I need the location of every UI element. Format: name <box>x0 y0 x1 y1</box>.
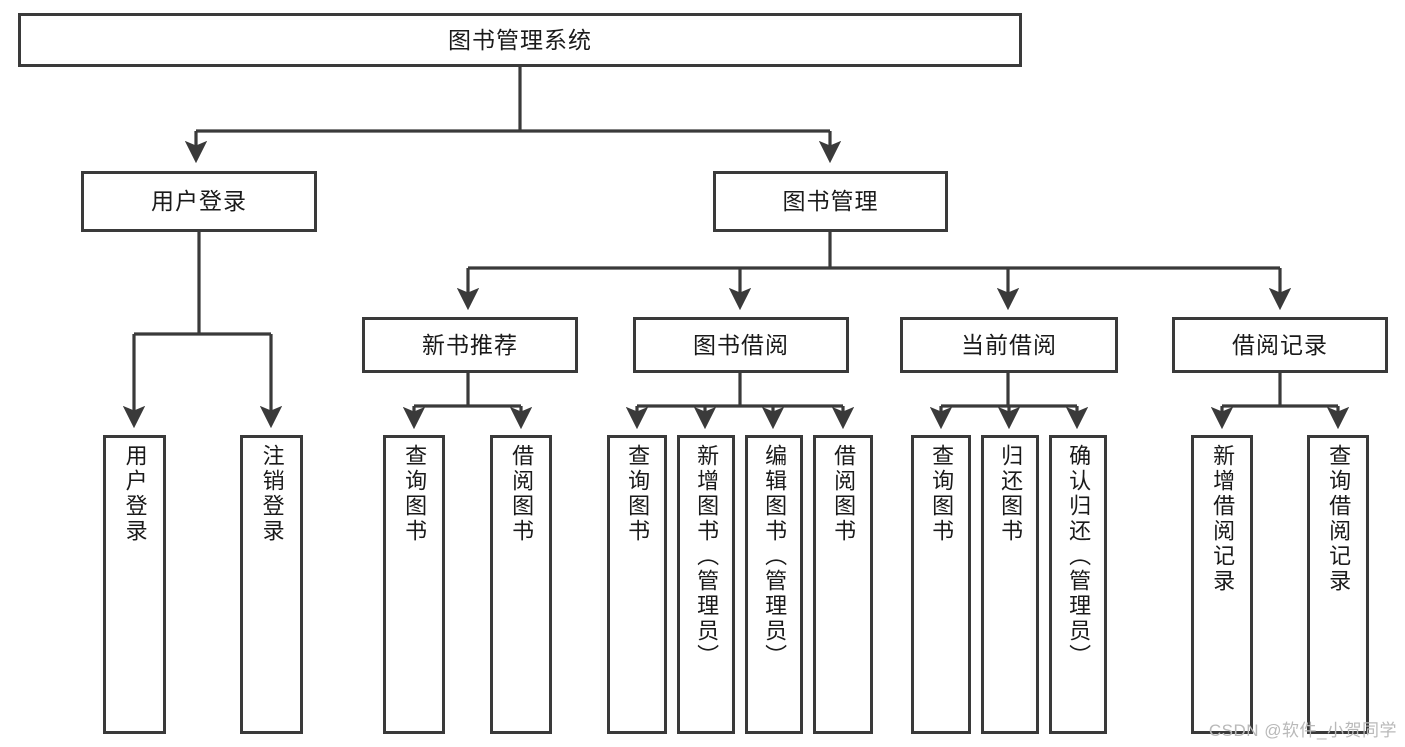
node-book-borrowing[interactable]: 图书借阅 <box>633 317 849 373</box>
node-label: 用户登录 <box>122 444 148 544</box>
node-label: 借阅图书 <box>509 444 535 544</box>
node-label: 当前借阅 <box>961 331 1057 358</box>
node-label: 查询图书 <box>929 444 955 544</box>
node-user-login[interactable]: 用户登录 <box>81 171 317 232</box>
node-label: 查询图书 <box>625 444 651 544</box>
leaf-node-logout[interactable]: 注销登录 <box>240 435 303 734</box>
node-label: 归还图书 <box>998 444 1024 544</box>
leaf-node-add-borrow-record[interactable]: 新增借阅记录 <box>1191 435 1253 734</box>
csdn-watermark: CSDN @软件_小贺同学 <box>1208 721 1397 740</box>
leaf-node-confirm-return-admin[interactable]: 确认归还（管理员） <box>1049 435 1107 734</box>
node-label: 图书管理 <box>782 188 879 215</box>
node-label: 编辑图书（管理员） <box>762 444 788 669</box>
node-root-book-management-system[interactable]: 图书管理系统 <box>18 13 1022 67</box>
node-book-management[interactable]: 图书管理 <box>713 171 948 232</box>
leaf-node-borrow-books[interactable]: 借阅图书 <box>813 435 873 734</box>
node-label: 查询借阅记录 <box>1326 444 1352 594</box>
node-label: 新书推荐 <box>422 331 518 358</box>
node-label: 新增图书（管理员） <box>694 444 720 669</box>
leaf-node-query-books-rec[interactable]: 查询图书 <box>383 435 445 734</box>
leaf-node-query-books-borrow[interactable]: 查询图书 <box>607 435 667 734</box>
node-label: 用户登录 <box>151 188 247 215</box>
node-label: 新增借阅记录 <box>1210 444 1236 594</box>
node-label: 注销登录 <box>259 444 285 544</box>
node-label: 图书管理系统 <box>448 26 592 53</box>
node-label: 图书借阅 <box>693 331 789 358</box>
node-label: 借阅记录 <box>1232 331 1328 358</box>
node-label: 查询图书 <box>402 444 428 544</box>
node-borrowing-record[interactable]: 借阅记录 <box>1172 317 1388 373</box>
leaf-node-query-books-current[interactable]: 查询图书 <box>911 435 971 734</box>
node-label: 借阅图书 <box>831 444 857 544</box>
leaf-node-edit-book-admin[interactable]: 编辑图书（管理员） <box>745 435 803 734</box>
node-current-borrowing[interactable]: 当前借阅 <box>900 317 1118 373</box>
node-label: 确认归还（管理员） <box>1066 444 1092 669</box>
leaf-node-return-books[interactable]: 归还图书 <box>981 435 1039 734</box>
leaf-node-user-login[interactable]: 用户登录 <box>103 435 166 734</box>
node-new-book-recommendation[interactable]: 新书推荐 <box>362 317 578 373</box>
leaf-node-borrow-books-rec[interactable]: 借阅图书 <box>490 435 552 734</box>
leaf-node-add-book-admin[interactable]: 新增图书（管理员） <box>677 435 735 734</box>
leaf-node-query-borrow-record[interactable]: 查询借阅记录 <box>1307 435 1369 734</box>
